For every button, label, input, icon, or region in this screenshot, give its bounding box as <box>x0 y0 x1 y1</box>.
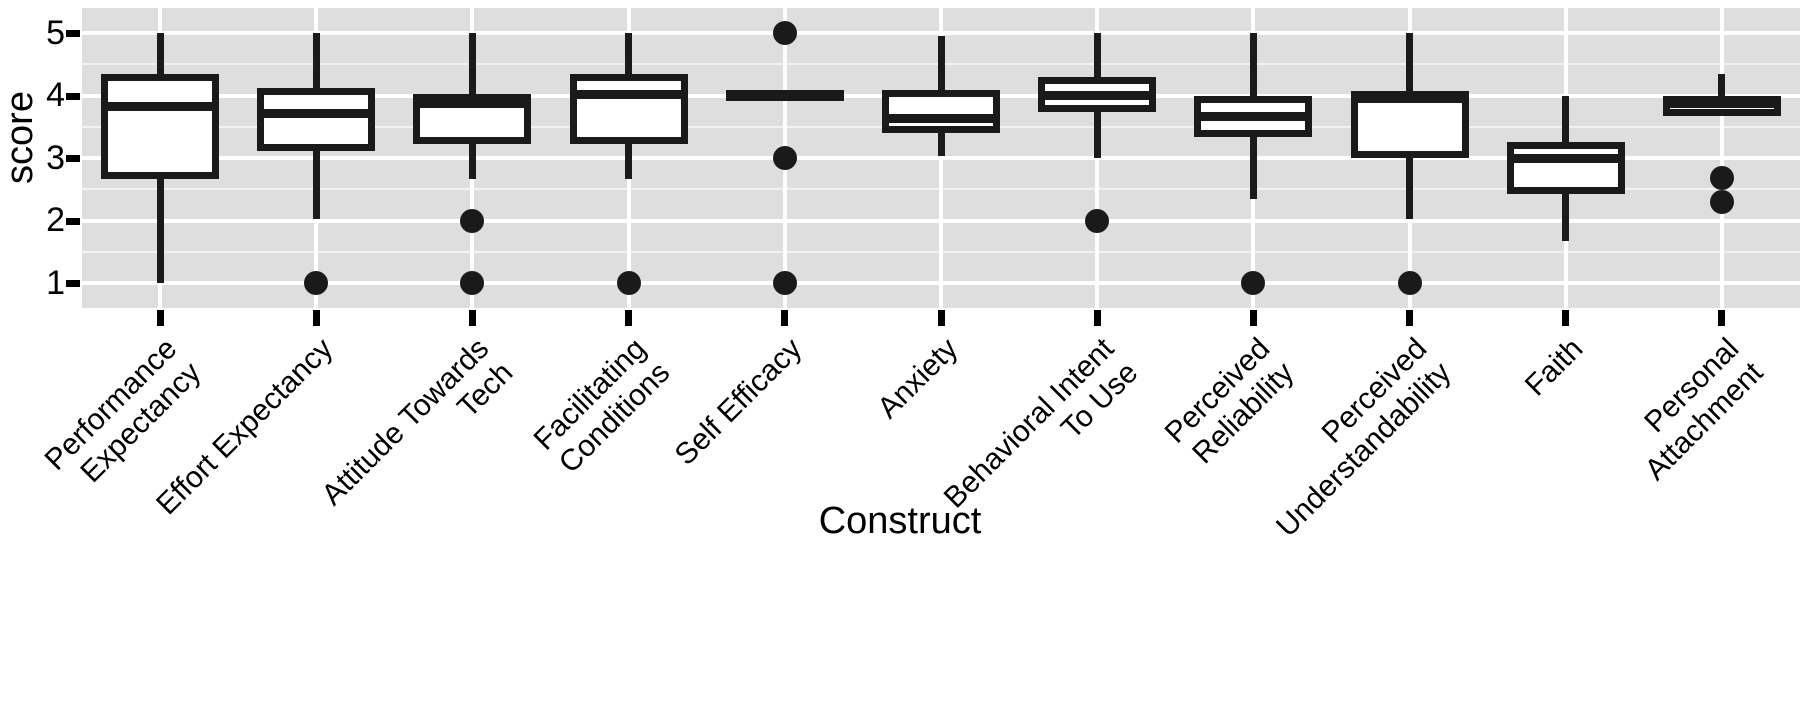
x-tick-mark <box>1093 310 1101 326</box>
y-tick-label: 2 <box>46 201 65 239</box>
y-tick-mark <box>66 30 80 37</box>
x-tick-mark <box>156 310 164 326</box>
median-line <box>1194 111 1313 121</box>
box-iqr <box>1350 95 1469 158</box>
whisker-upper <box>1406 33 1414 96</box>
x-tick-mark <box>937 310 945 326</box>
x-tick-mark <box>1249 310 1257 326</box>
median-line <box>725 90 844 101</box>
x-tick-mark <box>468 310 476 326</box>
whisker-lower <box>1406 158 1414 219</box>
outlier-point <box>772 146 797 170</box>
x-tick-mark <box>625 310 633 326</box>
outlier-point <box>1241 271 1266 295</box>
gridline-major-x <box>1095 8 1100 308</box>
box-iqr <box>1506 142 1625 195</box>
outlier-point <box>1397 271 1422 295</box>
outlier-point <box>460 271 485 295</box>
y-tick-mark <box>66 280 80 287</box>
whisker-upper <box>156 33 164 74</box>
whisker-lower <box>1093 112 1101 158</box>
outlier-point <box>304 271 329 295</box>
whisker-lower <box>1562 194 1570 242</box>
y-tick-mark <box>66 217 80 225</box>
gridline-major-x <box>1719 8 1724 308</box>
outlier-point <box>616 271 641 295</box>
whisker-upper <box>468 33 476 95</box>
whisker-upper <box>1093 33 1101 77</box>
median-line <box>1662 98 1781 108</box>
whisker-upper <box>1562 95 1570 143</box>
median-line <box>101 101 220 111</box>
whisker-lower <box>312 150 320 219</box>
y-tick-label: 5 <box>46 13 65 52</box>
x-axis-title: Construct <box>818 499 982 542</box>
y-tick-mark <box>66 92 80 100</box>
whisker-upper <box>1249 33 1257 96</box>
median-line <box>882 114 1000 124</box>
box-iqr <box>569 73 688 145</box>
whisker-lower <box>1249 136 1257 199</box>
plot-panel <box>82 8 1800 308</box>
outlier-point <box>460 208 485 233</box>
whisker-upper <box>625 33 633 74</box>
outlier-point <box>1709 189 1734 214</box>
median-line <box>257 108 376 118</box>
x-tick-mark <box>1406 310 1414 326</box>
whisker-upper <box>312 33 320 88</box>
median-line <box>413 98 532 108</box>
whisker-lower <box>468 144 476 179</box>
y-tick-label: 4 <box>46 76 65 114</box>
box-iqr <box>101 73 220 179</box>
whisker-upper <box>937 36 945 90</box>
box-iqr <box>257 88 376 151</box>
outlier-point <box>772 271 797 295</box>
gridline-major-x <box>939 8 943 308</box>
x-tick-mark <box>781 310 789 326</box>
y-tick-mark <box>66 155 80 162</box>
whisker-lower <box>156 178 164 283</box>
y-tick-label: 1 <box>46 263 65 302</box>
outlier-point <box>1085 208 1110 233</box>
y-tick-label: 3 <box>46 138 65 177</box>
outlier-point <box>1709 166 1734 190</box>
x-tick-mark <box>1562 310 1570 326</box>
median-line <box>1506 153 1625 163</box>
median-line <box>1350 91 1469 100</box>
x-tick-mark <box>1718 310 1726 326</box>
whisker-lower <box>937 133 945 157</box>
x-tick-mark <box>312 310 320 326</box>
outlier-point <box>772 21 797 45</box>
box-iqr <box>882 89 1000 133</box>
whisker-lower <box>625 144 633 179</box>
whisker-upper <box>1718 73 1726 96</box>
median-line <box>1038 91 1157 100</box>
median-line <box>569 89 688 99</box>
